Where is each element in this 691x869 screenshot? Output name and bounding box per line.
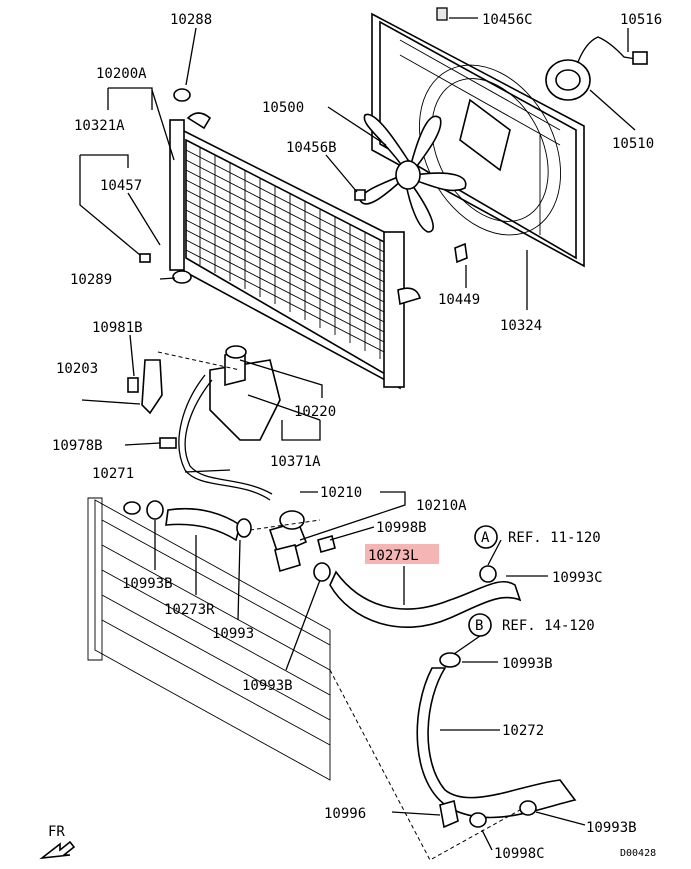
label-10978b: 10978B bbox=[52, 438, 103, 454]
label-10200a: 10200A bbox=[96, 66, 147, 82]
dashed-guides bbox=[157, 351, 521, 861]
label-10324: 10324 bbox=[500, 318, 542, 334]
label-10993: 10993 bbox=[212, 626, 254, 642]
label-10271: 10271 bbox=[92, 466, 134, 482]
leader-lines bbox=[79, 17, 636, 851]
label-10273l-highlight bbox=[365, 544, 439, 564]
front-arrow-icon bbox=[39, 840, 76, 860]
label-10516: 10516 bbox=[620, 12, 662, 28]
overflow-hose bbox=[178, 374, 271, 501]
label-10203: 10203 bbox=[56, 361, 98, 377]
fan-shroud bbox=[371, 12, 585, 268]
label-10998c: 10998C bbox=[494, 846, 545, 862]
label-10993b-lower: 10993B bbox=[242, 678, 293, 694]
ref-b-text: REF. 14-120 bbox=[502, 618, 595, 634]
radiator-assembly bbox=[169, 88, 421, 390]
label-10510: 10510 bbox=[612, 136, 654, 152]
lower-radiator-outline bbox=[87, 497, 331, 781]
label-10996: 10996 bbox=[324, 806, 366, 822]
label-10449: 10449 bbox=[438, 292, 480, 308]
label-10998b: 10998B bbox=[376, 520, 427, 536]
diagram-code: D00428 bbox=[620, 848, 656, 859]
reference-a: A REF. 11-120 bbox=[474, 525, 601, 549]
fr-label: FR bbox=[48, 824, 65, 840]
front-direction-indicator: FR bbox=[39, 824, 76, 860]
label-10456b: 10456B bbox=[286, 140, 337, 156]
label-10289: 10289 bbox=[70, 272, 112, 288]
label-10273r: 10273R bbox=[164, 602, 215, 618]
label-10210: 10210 bbox=[320, 485, 362, 501]
fan-motor bbox=[436, 7, 648, 101]
label-10457: 10457 bbox=[100, 178, 142, 194]
lower-hose bbox=[416, 652, 577, 829]
ref-a-text: REF. 11-120 bbox=[508, 530, 601, 546]
ref-b-letter: B bbox=[475, 618, 483, 634]
label-10210a: 10210A bbox=[416, 498, 467, 514]
reference-b: B REF. 14-120 bbox=[468, 613, 595, 637]
label-10273l: 10273L bbox=[368, 548, 419, 564]
label-10993b-left: 10993B bbox=[122, 576, 173, 592]
label-10456c: 10456C bbox=[482, 12, 533, 28]
label-10272: 10272 bbox=[502, 723, 544, 739]
label-10220: 10220 bbox=[294, 404, 336, 420]
reserve-tank bbox=[127, 345, 281, 449]
label-10993c: 10993C bbox=[552, 570, 603, 586]
part-labels: 10288 10200A 10321A 10457 10289 10500 10… bbox=[52, 12, 662, 862]
cooling-fan bbox=[359, 113, 467, 233]
label-10981b: 10981B bbox=[92, 320, 143, 336]
label-10993b-mid: 10993B bbox=[502, 656, 553, 672]
label-10500: 10500 bbox=[262, 100, 304, 116]
label-10321a: 10321A bbox=[74, 118, 125, 134]
label-10288: 10288 bbox=[170, 12, 212, 28]
upper-hoses bbox=[123, 500, 522, 628]
label-10371a: 10371A bbox=[270, 454, 321, 470]
overflow-hose-edge bbox=[184, 379, 273, 495]
ref-a-letter: A bbox=[481, 530, 490, 546]
radiator-fittings bbox=[139, 189, 468, 284]
label-10993b-bottom: 10993B bbox=[586, 820, 637, 836]
